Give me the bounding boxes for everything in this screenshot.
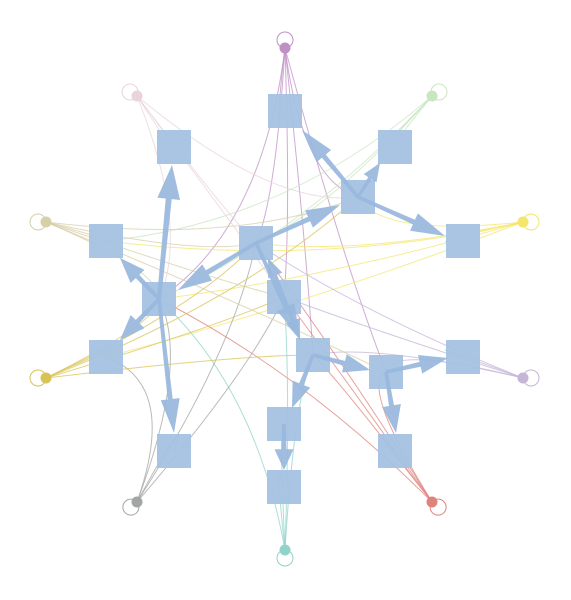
- flow-arrow-13: [382, 371, 401, 433]
- flow-arrow-2: [120, 258, 161, 301]
- hub-square-h14: [157, 434, 191, 468]
- outer-node-n-bottom-right-violet: [517, 372, 529, 384]
- flow-arrow-12: [385, 355, 448, 374]
- outer-node-n-bottom-right-red: [426, 496, 438, 508]
- thin-edge-5: [158, 47, 286, 300]
- hub-square-h16: [378, 434, 412, 468]
- hub-layer: [89, 94, 480, 504]
- thin-edge-55: [136, 95, 359, 199]
- hub-square-h17: [267, 470, 301, 504]
- thin-edge-49: [45, 221, 285, 298]
- thin-edge-11: [105, 95, 433, 242]
- outer-node-n-bottom: [279, 544, 291, 556]
- flow-arrow-9: [356, 163, 380, 198]
- hub-square-h1: [268, 94, 302, 128]
- flow-arrow-15: [274, 424, 294, 470]
- hub-square-h3: [378, 130, 412, 164]
- hub-square-h2: [157, 130, 191, 164]
- flow-arrow-3: [120, 297, 161, 340]
- hub-square-h7: [446, 224, 480, 258]
- thin-edge-53: [136, 95, 257, 244]
- thin-edge-3: [283, 47, 289, 298]
- outer-node-n-left-khaki: [40, 216, 52, 228]
- hub-square-h11: [89, 340, 123, 374]
- flow-arrow-10: [312, 353, 370, 373]
- thin-edge-38: [136, 296, 285, 503]
- flow-arrow-16: [268, 258, 286, 298]
- outer-node-n-bottom-left: [131, 496, 143, 508]
- thin-edge-13: [357, 196, 524, 227]
- flow-arrow-8: [357, 195, 445, 236]
- flow-arrow-14: [282, 296, 300, 340]
- outer-node-n-right: [517, 216, 529, 228]
- flow-arrow-7: [302, 130, 360, 199]
- thin-edge-33: [158, 298, 286, 551]
- outer-node-layer: [29, 31, 540, 567]
- flow-arrow-11: [292, 354, 315, 408]
- thin-edge-42: [45, 296, 285, 379]
- flow-arrow-4: [178, 241, 257, 290]
- thin-edge-14: [255, 221, 524, 248]
- outer-node-n-top-left: [131, 90, 143, 102]
- flow-arrow-0: [156, 165, 181, 300]
- hub-square-h5: [89, 224, 123, 258]
- flow-arrow-1: [157, 298, 180, 433]
- thin-edge-22: [255, 242, 524, 379]
- flow-arrow-layer: [120, 130, 448, 470]
- flow-arrow-5: [255, 205, 340, 245]
- outer-node-n-top: [279, 42, 291, 54]
- hub-square-h13: [446, 340, 480, 374]
- thin-edge-26: [283, 296, 433, 503]
- outer-node-n-left-yellow: [40, 372, 52, 384]
- outer-node-n-top-right: [426, 90, 438, 102]
- thin-edge-21: [283, 296, 524, 379]
